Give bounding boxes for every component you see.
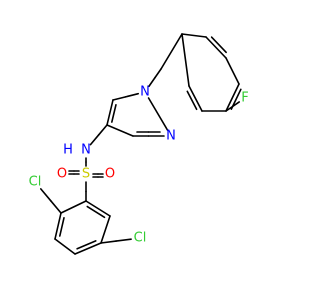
bond-pyrazole-double [111, 104, 117, 123]
atom-oxygen-right: O [105, 167, 115, 182]
bond-c-cl [50, 200, 62, 214]
bond-aryl-cl-double [58, 216, 65, 237]
bond-ch2-n [148, 76, 156, 88]
bond-pyrazole [106, 124, 134, 137]
atom-n-sulfonamide: N [81, 143, 91, 158]
bond-aryl-cl [54, 238, 76, 255]
bond-pyrazole [106, 99, 114, 126]
bond-c-cl [39, 188, 52, 202]
bond-pyrazole [124, 92, 140, 98]
bond-aryl-cl [60, 200, 87, 214]
bond-benzyl [160, 33, 183, 70]
atom-sulfur: S [82, 167, 90, 182]
bond-c-f [225, 105, 234, 112]
bond-aryl-cl [100, 215, 111, 244]
bond-c-nh [89, 134, 100, 146]
bond-aryl-f [225, 57, 240, 85]
bond-aryl-cl [85, 200, 111, 217]
bond-ch2-n [154, 68, 162, 79]
bond-c-cl [115, 238, 132, 242]
atom-h-sulfonamide: H [63, 143, 73, 158]
bond-aryl-f-double [186, 90, 198, 111]
atom-label-layer: N N N H S O O F Cl Cl [29, 85, 249, 246]
atom-chlorine-meta: Cl [134, 231, 147, 246]
atom-fluorine: F [241, 91, 248, 106]
atom-oxygen-left: O [57, 167, 67, 182]
atom-chlorine-ortho: Cl [29, 175, 42, 190]
bond-pyrazole [147, 97, 169, 131]
bond-aryl-f [181, 33, 207, 38]
bond-aryl-cl [74, 242, 102, 255]
atom-n-pyrazole-2: N [166, 129, 176, 144]
bond-c-cl [100, 240, 117, 244]
atom-n-pyrazole-1: N [140, 85, 150, 100]
bond-aryl-f [181, 33, 190, 87]
bond-aryl-cl-double [86, 205, 106, 219]
bond-c-f [231, 101, 241, 108]
molecule-structure: N N N H S O O F Cl Cl [29, 33, 249, 255]
bond-aryl-f [225, 83, 240, 112]
bond-c-nh [97, 124, 108, 136]
bond-aryl-f-double [210, 36, 227, 54]
bond-layer [39, 33, 242, 255]
bond-aryl-f [205, 36, 227, 59]
bond-aryl-cl [54, 212, 62, 240]
bond-aryl-cl-double [76, 240, 97, 250]
bond-aryl-f [188, 85, 203, 112]
bond-pyrazole [112, 96, 127, 101]
